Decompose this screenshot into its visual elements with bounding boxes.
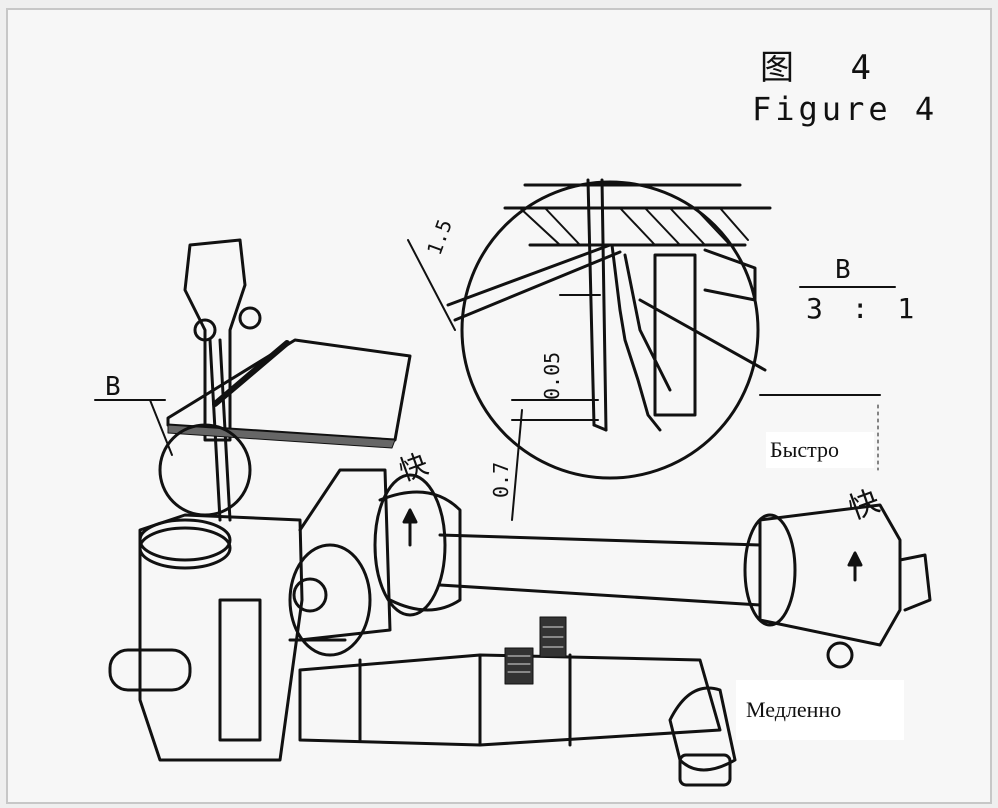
detail-scale-label: 3 : 1	[806, 292, 921, 325]
detail-circle	[460, 180, 760, 480]
manual-page	[6, 8, 992, 804]
detail-id-label: B	[835, 255, 851, 285]
figure-title-cn: 图 4	[760, 48, 889, 88]
dimension-label-2: 0.05	[540, 351, 564, 400]
fast-caption: Быстро	[766, 432, 874, 468]
detail-reference-label: B	[105, 372, 121, 402]
dimension-label-3: 0.7	[489, 461, 513, 498]
figure-title-en: Figure 4	[752, 90, 939, 128]
slow-caption: Медленно	[736, 680, 904, 740]
